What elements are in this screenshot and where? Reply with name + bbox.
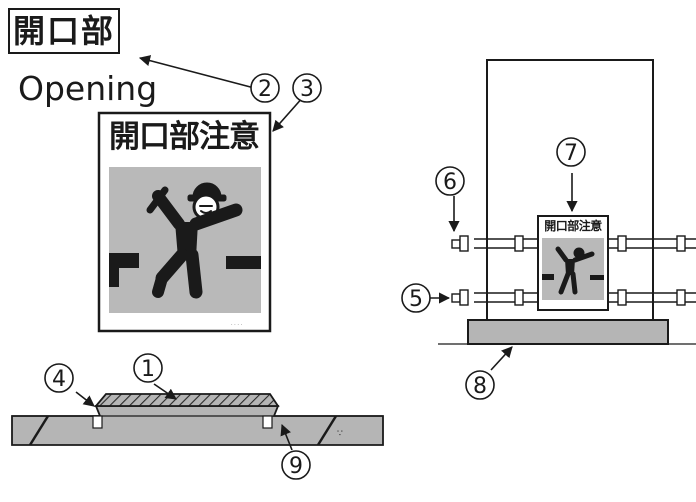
- arrow-2-to-opening: [138, 55, 263, 91]
- number-7: 7: [564, 141, 578, 166]
- base-plate: [467, 319, 669, 345]
- falling-person-icon: [146, 182, 243, 299]
- warning-sign-large: · · · ·: [97, 111, 272, 333]
- number-1: 1: [141, 357, 155, 382]
- warning-sign-small: [537, 215, 609, 311]
- number-6: 6: [443, 170, 457, 195]
- arrow-4: [75, 391, 95, 407]
- number-8: 8: [473, 374, 487, 399]
- number-5: 5: [409, 287, 423, 312]
- floor-section: ∵: [11, 393, 384, 446]
- opening-label-japanese: 開口部: [8, 8, 121, 54]
- arrow-9: [280, 423, 293, 451]
- opening-cover: [94, 393, 280, 407]
- arrow-3-to-sign: [272, 95, 305, 132]
- svg-text:· · · ·: · · · ·: [231, 322, 243, 328]
- sign-title: 開口部注意: [109, 119, 260, 155]
- arrow-8: [490, 346, 513, 371]
- svg-text:∵: ∵: [337, 429, 343, 439]
- falling-person-icon-small: [555, 246, 595, 295]
- number-3: 3: [300, 77, 314, 102]
- small-sign-title: 開口部注意: [544, 219, 602, 233]
- number-9: 9: [289, 454, 303, 479]
- arrow-1: [153, 383, 177, 400]
- number-2: 2: [258, 77, 272, 102]
- opening-label-english: Opening: [18, 69, 158, 108]
- number-4: 4: [52, 367, 66, 392]
